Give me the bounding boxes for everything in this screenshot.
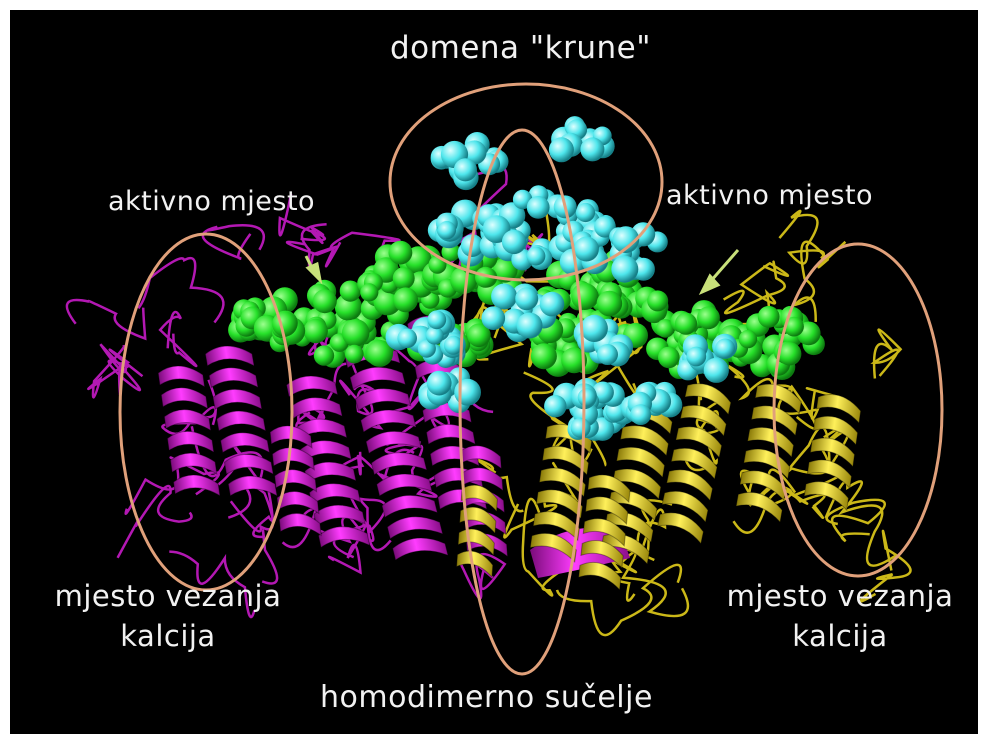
atom-sphere [438, 221, 456, 239]
atom-sphere [576, 203, 595, 222]
atom-sphere [580, 137, 604, 161]
active-site-label-left: aktivno mjesto [108, 186, 315, 217]
atom-sphere [686, 347, 706, 367]
calcium-site-label-left-line2: kalcija [28, 616, 308, 656]
coil-strand [874, 330, 901, 379]
atom-sphere [454, 379, 481, 406]
atom-sphere [611, 256, 638, 283]
atom-sphere [571, 418, 591, 438]
helix [270, 423, 322, 539]
calcium-site-label-right: mjesto vezanja kalcija [700, 576, 978, 656]
helix-turn [460, 444, 502, 471]
atom-sphere [531, 343, 557, 369]
active-site-label-right: aktivno mjesto [666, 180, 873, 211]
coil-strand [253, 488, 277, 583]
atom-sphere [549, 137, 574, 162]
helix-turn [461, 484, 499, 511]
atom-sphere [675, 313, 697, 335]
atom-sphere [397, 329, 417, 349]
coil-strand [724, 262, 785, 313]
atom-sphere [393, 267, 415, 289]
atom-sphere [393, 287, 418, 312]
atom-sphere [574, 237, 599, 262]
coil-strand [138, 258, 223, 322]
atom-sphere [515, 287, 538, 310]
helix-turn [735, 490, 785, 522]
atom-sphere [342, 319, 370, 347]
atom-sphere [345, 345, 364, 364]
atom-sphere [304, 319, 328, 343]
calcium-site-label-left: mjesto vezanja kalcija [28, 576, 308, 656]
atom-sphere [658, 347, 680, 369]
atom-sphere [389, 241, 413, 265]
atom-sphere [571, 283, 598, 310]
atom-sphere [630, 404, 651, 425]
atom-sphere [427, 371, 452, 396]
atom-sphere [704, 358, 729, 383]
coil-strand [794, 242, 845, 322]
atom-sphere [517, 313, 543, 339]
calcium-site-label-right-line1: mjesto vezanja [700, 576, 978, 616]
atom-sphere [540, 292, 565, 317]
atom-sphere [697, 306, 720, 329]
atom-sphere [454, 158, 477, 181]
atom-sphere [739, 330, 757, 348]
atom-sphere [527, 196, 550, 219]
coil-strand [160, 312, 196, 366]
atom-sphere [313, 289, 337, 313]
atom-sphere [502, 230, 526, 254]
coil-strand [118, 486, 192, 558]
atom-sphere [758, 306, 780, 328]
atom-sphere [482, 306, 506, 330]
helix-turn [458, 528, 496, 555]
atom-sphere [272, 311, 297, 336]
helix [578, 473, 632, 589]
atom-sphere [491, 284, 517, 310]
calcium-site-label-left-line1: mjesto vezanja [28, 576, 308, 616]
crown-domain-label: domena "krune" [390, 30, 651, 66]
atom-sphere [426, 327, 444, 345]
atom-sphere [597, 344, 618, 365]
atom-sphere [544, 395, 566, 417]
helix-turn [392, 531, 448, 567]
homodimer-interface-label: homodimerno sučelje [320, 680, 653, 715]
atom-sphere [427, 310, 446, 329]
calcium-site-label-right-line2: kalcija [700, 616, 978, 656]
helix [735, 382, 804, 522]
atom-sphere [715, 339, 735, 359]
atom-sphere [597, 291, 623, 317]
atom-sphere [647, 290, 668, 311]
atom-sphere [581, 315, 608, 342]
figure-frame: domena "krune" aktivno mjesto aktivno mj… [10, 10, 978, 734]
atom-sphere [314, 345, 334, 365]
atom-sphere [360, 283, 378, 301]
active-site-arrow-right [710, 250, 738, 282]
atom-sphere [527, 247, 546, 266]
atom-sphere [578, 388, 596, 406]
